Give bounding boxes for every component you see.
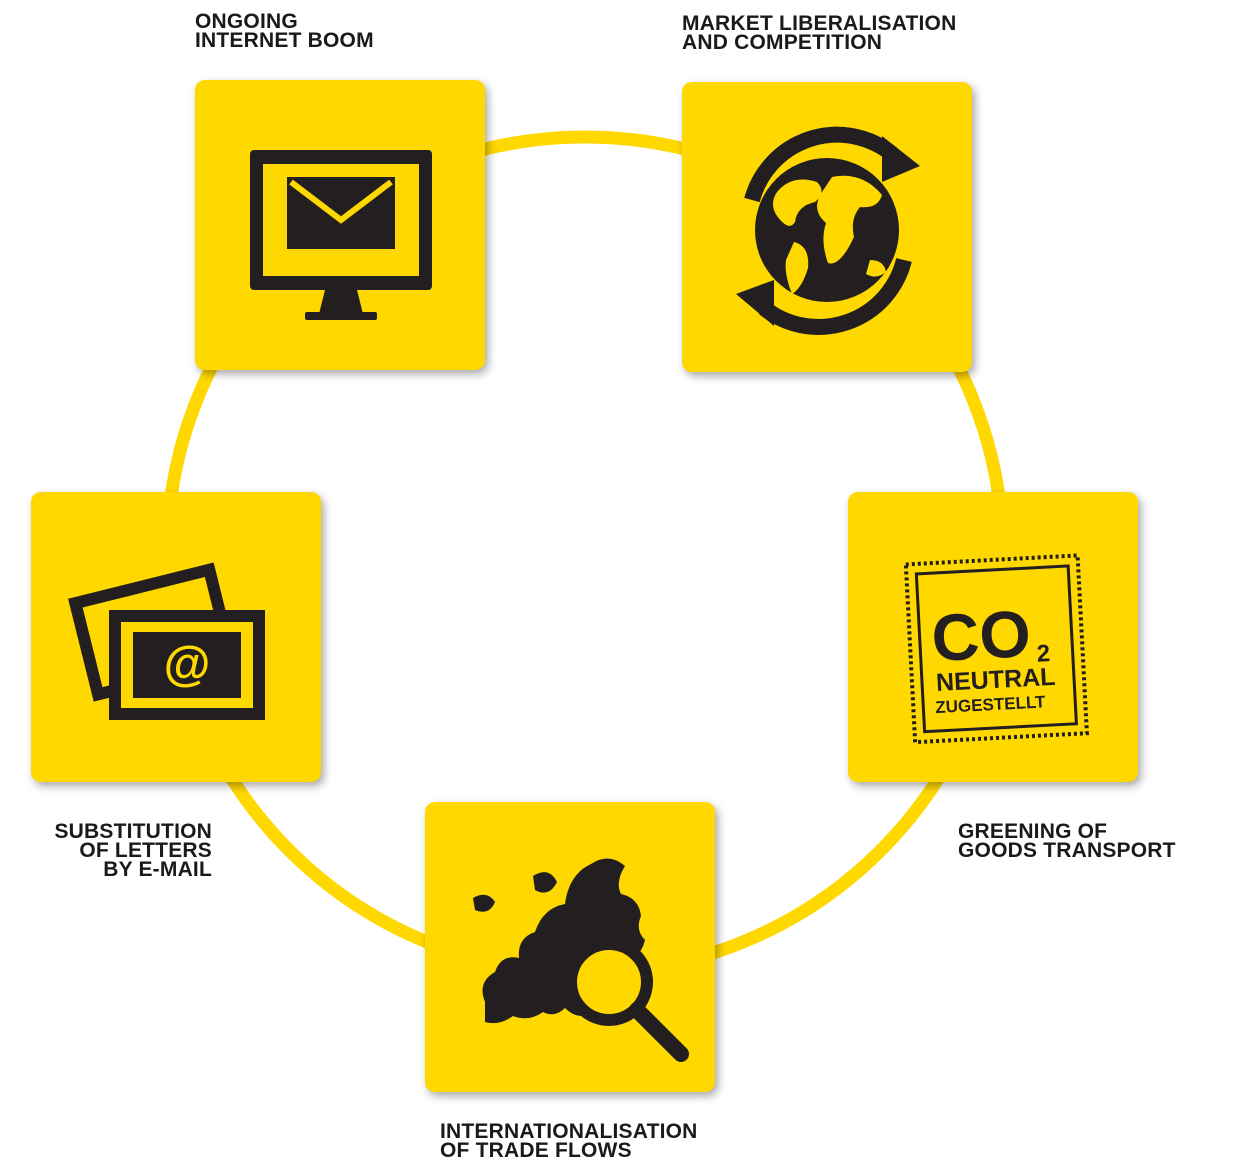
globe-arrows-icon — [736, 126, 920, 335]
label-internationalisation-trade: INTERNATIONALISATION OF TRADE FLOWS — [440, 1120, 698, 1162]
tile-market-liberalisation — [682, 82, 972, 372]
stamp-co-text: CO — [930, 596, 1033, 675]
label-internet-boom: ONGOING INTERNET BOOM — [195, 10, 374, 52]
europe-magnifier-icon — [473, 858, 689, 1062]
at-symbol: @ — [164, 638, 211, 691]
label-substitution-letters: SUBSTITUTION OF LETTERS BY E-MAIL — [54, 820, 212, 881]
stamp-subscript-text: 2 — [1036, 640, 1051, 668]
tile-greening-goods-transport: CO 2 NEUTRAL ZUGESTELLT — [848, 492, 1138, 782]
monitor-envelope-icon — [250, 150, 432, 320]
stamp-neutral-text: NEUTRAL — [935, 663, 1056, 697]
label-greening-goods-transport: GREENING OF GOODS TRANSPORT — [958, 820, 1176, 862]
tile-internationalisation-trade — [425, 802, 715, 1092]
letters-at-icon: @ — [68, 562, 265, 720]
tile-internet-boom — [195, 80, 485, 370]
tile-substitution-letters: @ — [31, 492, 321, 782]
co2-stamp-icon: CO 2 NEUTRAL ZUGESTELLT — [903, 553, 1090, 745]
label-market-liberalisation: MARKET LIBERALISATION AND COMPETITION — [682, 12, 957, 54]
